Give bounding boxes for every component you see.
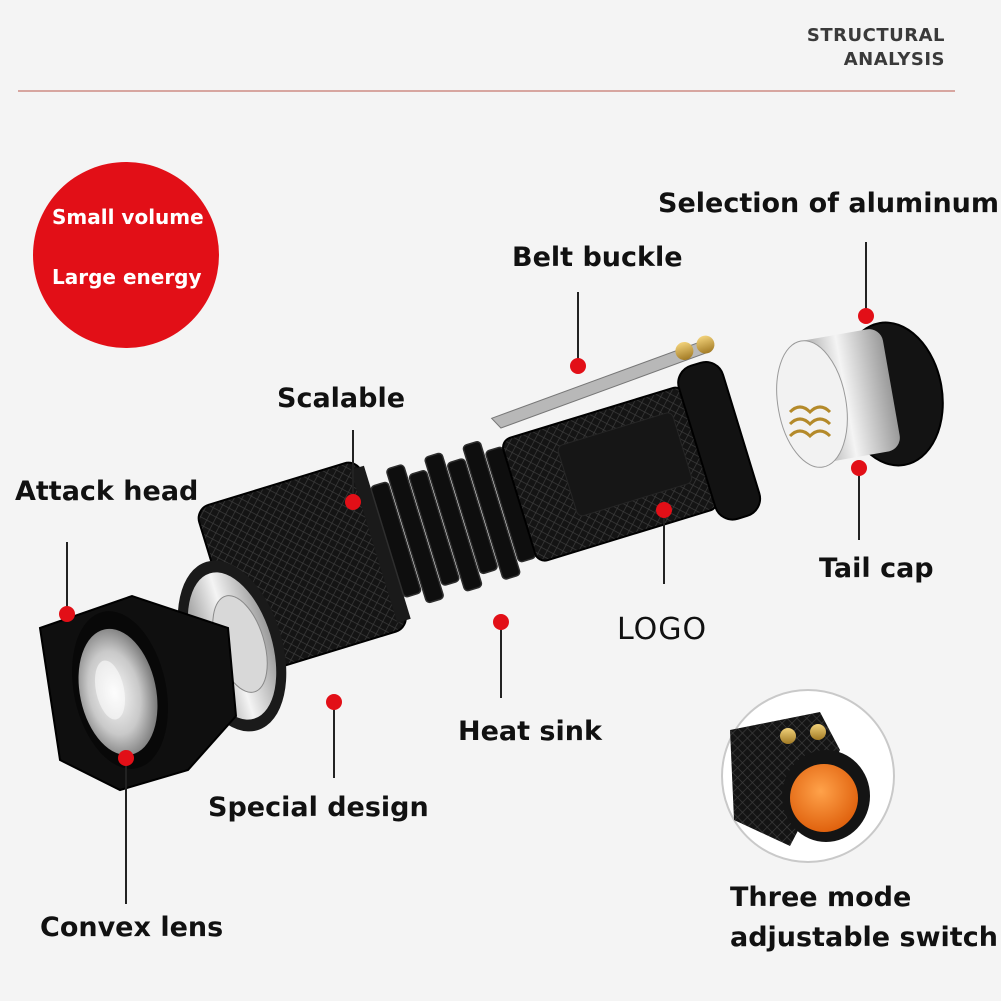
label-belt-buckle: Belt buckle: [512, 242, 683, 273]
label-three-mode-line-1: Three mode: [730, 882, 912, 913]
marker-heat-sink: [493, 614, 509, 630]
label-three-mode-line-2: adjustable switch: [730, 922, 998, 953]
marker-belt-buckle: [570, 358, 586, 374]
label-attack-head: Attack head: [15, 476, 199, 507]
label-tail-cap: Tail cap: [819, 553, 934, 584]
marker-attack-head: [59, 606, 75, 622]
label-logo: LOGO: [617, 612, 708, 647]
label-selection-of-aluminum: Selection of aluminum: [658, 188, 1000, 219]
marker-convex-lens: [118, 750, 134, 766]
marker-scalable: [345, 494, 361, 510]
marker-tail-cap: [851, 460, 867, 476]
tail-cap-illustration: [776, 321, 944, 468]
badge-line-1: Small volume: [52, 205, 204, 229]
feature-badge: [33, 162, 219, 348]
attack-head: [38, 594, 238, 792]
label-scalable: Scalable: [277, 383, 406, 414]
markers: [59, 308, 874, 766]
marker-selection-of-aluminum: [858, 308, 874, 324]
marker-special-design: [326, 694, 342, 710]
header-title: STRUCTURAL ANALYSIS: [807, 24, 945, 72]
marker-logo: [656, 502, 672, 518]
header-line-1: STRUCTURAL: [806, 25, 945, 46]
switch-closeup-illustration: [721, 689, 895, 863]
label-special-design: Special design: [208, 792, 429, 823]
header-line-2: ANALYSIS: [843, 49, 945, 70]
leader-lines: [66, 242, 867, 904]
header-divider: [18, 90, 955, 92]
label-convex-lens: Convex lens: [40, 912, 224, 943]
label-heat-sink: Heat sink: [458, 716, 602, 747]
badge-line-2: Large energy: [52, 265, 202, 289]
